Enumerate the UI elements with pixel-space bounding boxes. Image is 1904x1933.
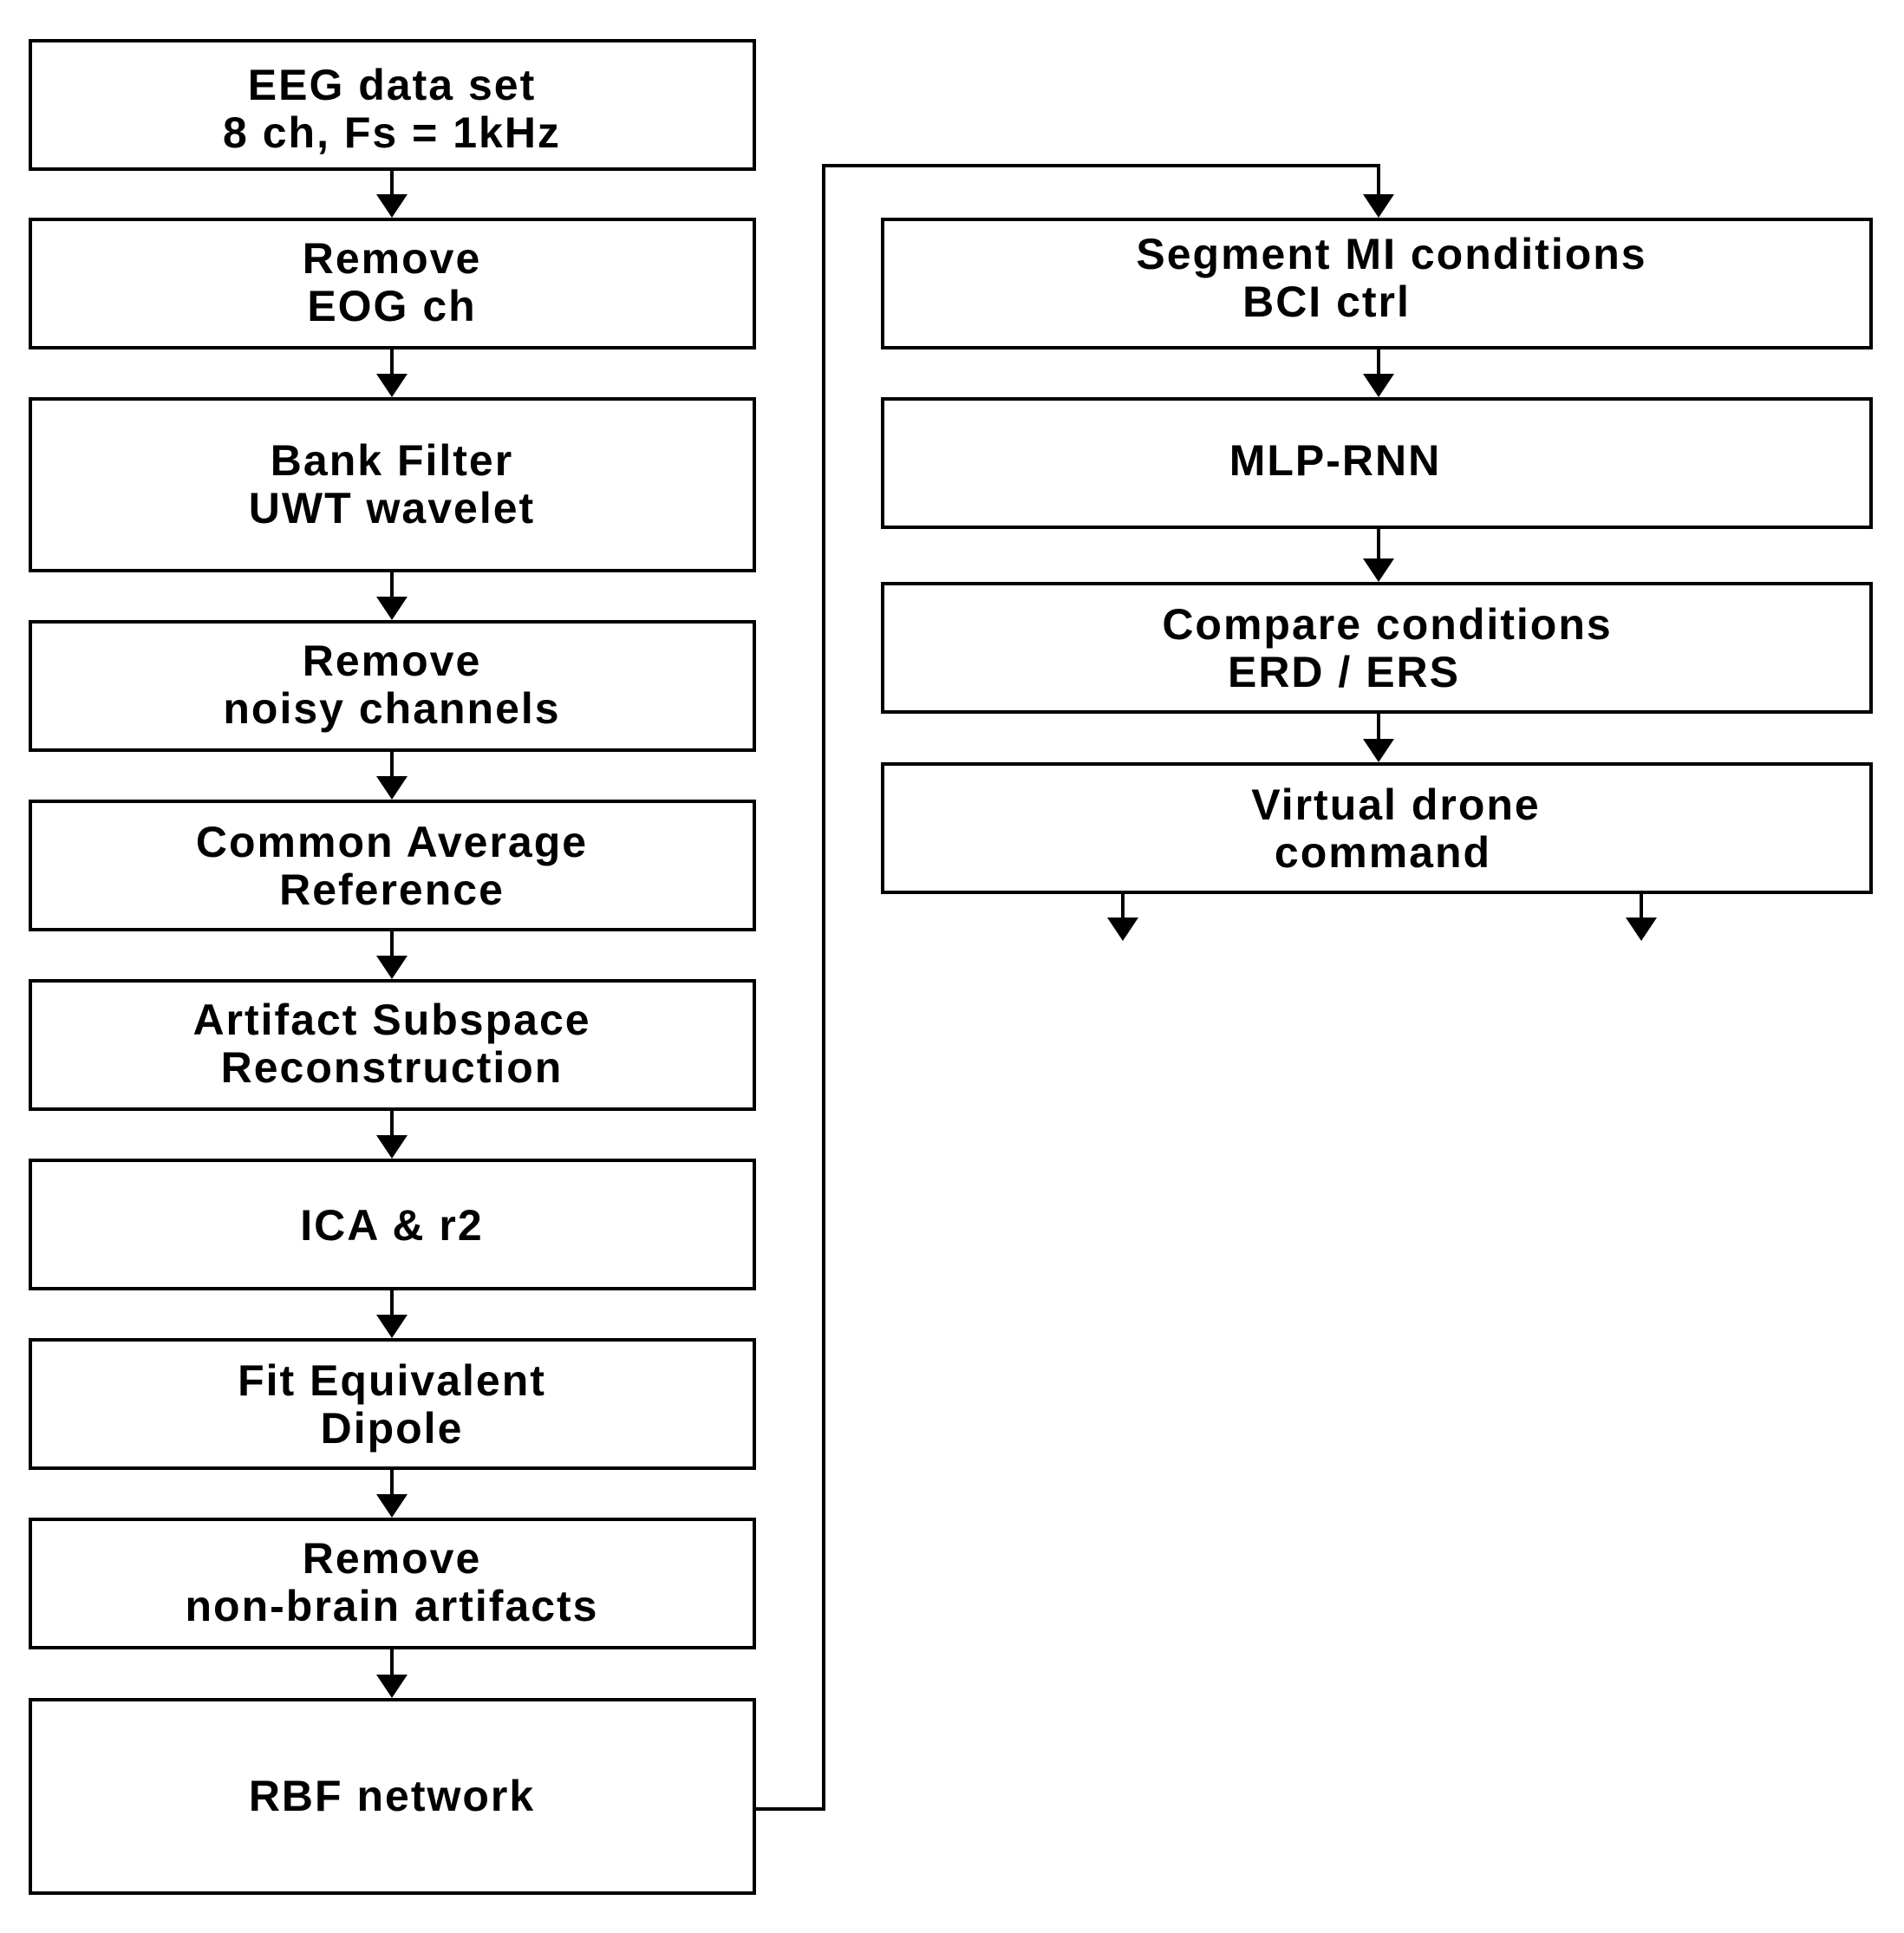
arrow-down-icon bbox=[376, 1109, 408, 1159]
arrow-down-icon bbox=[376, 930, 408, 979]
step-remove-noisy-channels-line2: noisy channels bbox=[223, 684, 560, 733]
step-ica-r2-label: ICA & r2 bbox=[300, 1201, 483, 1250]
step-remove-non-brain-artifacts-line2: non-brain artifacts bbox=[186, 1582, 599, 1630]
arrow-down-icon bbox=[376, 1648, 408, 1698]
step-virtual-drone-command-line1: Virtual drone bbox=[1251, 780, 1540, 829]
output-arrow-left-icon bbox=[1107, 892, 1138, 941]
right-arrows bbox=[1107, 348, 1657, 941]
step-remove-noisy-channels: Remove noisy channels bbox=[29, 620, 756, 752]
step-artifact-subspace-reconstruction-line2: Reconstruction bbox=[221, 1043, 564, 1092]
step-common-average-reference-line1: Common Average bbox=[196, 818, 588, 866]
step-rbf-network: RBF network bbox=[29, 1698, 756, 1895]
step-remove-non-brain-artifacts-line1: Remove bbox=[303, 1534, 482, 1583]
connector-rbf-to-segment bbox=[754, 164, 1394, 1811]
step-fit-equivalent-dipole-line2: Dipole bbox=[321, 1404, 464, 1453]
arrow-down-icon bbox=[1363, 527, 1394, 582]
step-fit-equivalent-dipole: Fit Equivalent Dipole bbox=[29, 1338, 756, 1470]
arrow-down-icon bbox=[376, 1289, 408, 1338]
step-segment-mi-conditions: Segment MI conditions BCI ctrl bbox=[881, 218, 1873, 349]
step-remove-non-brain-artifacts: Remove non-brain artifacts bbox=[29, 1518, 756, 1649]
step-common-average-reference-line2: Reference bbox=[279, 865, 505, 914]
step-artifact-subspace-reconstruction: Artifact Subspace Reconstruction bbox=[29, 979, 756, 1111]
arrow-down-icon bbox=[1363, 712, 1394, 762]
arrow-down-icon bbox=[376, 1468, 408, 1518]
step-compare-conditions: Compare conditions ERD / ERS bbox=[881, 582, 1873, 714]
left-arrows bbox=[376, 169, 408, 1698]
step-remove-eog: Remove EOG ch bbox=[29, 218, 756, 349]
step-segment-mi-conditions-line2: BCI ctrl bbox=[1242, 278, 1411, 326]
arrow-down-icon bbox=[376, 169, 408, 218]
step-mlp-rnn: MLP-RNN bbox=[881, 397, 1873, 529]
step-eeg-data-set-line2: 8 ch, Fs = 1kHz bbox=[223, 108, 561, 157]
step-bank-filter: Bank Filter UWT wavelet bbox=[29, 397, 756, 572]
step-remove-eog-line1: Remove bbox=[303, 234, 482, 283]
step-fit-equivalent-dipole-line1: Fit Equivalent bbox=[238, 1356, 546, 1405]
output-arrow-right-icon bbox=[1626, 892, 1657, 941]
step-eeg-data-set: EEG data set 8 ch, Fs = 1kHz bbox=[29, 39, 756, 171]
step-eeg-data-set-line1: EEG data set bbox=[248, 61, 536, 109]
step-mlp-rnn-label: MLP-RNN bbox=[1229, 436, 1442, 485]
step-artifact-subspace-reconstruction-line1: Artifact Subspace bbox=[192, 996, 590, 1044]
arrow-down-icon bbox=[376, 750, 408, 800]
step-segment-mi-conditions-line1: Segment MI conditions bbox=[1136, 230, 1646, 278]
step-virtual-drone-command: Virtual drone command bbox=[881, 762, 1873, 894]
step-rbf-network-label: RBF network bbox=[249, 1772, 535, 1820]
step-remove-eog-line2: EOG ch bbox=[307, 282, 476, 330]
arrow-down-icon bbox=[1363, 348, 1394, 397]
step-virtual-drone-command-line2: command bbox=[1275, 828, 1491, 877]
arrow-down-icon bbox=[376, 571, 408, 620]
step-compare-conditions-line1: Compare conditions bbox=[1162, 600, 1612, 649]
step-bank-filter-line1: Bank Filter bbox=[271, 436, 513, 485]
step-ica-r2: ICA & r2 bbox=[29, 1159, 756, 1290]
arrow-down-icon bbox=[376, 348, 408, 397]
step-bank-filter-line2: UWT wavelet bbox=[249, 484, 535, 532]
step-compare-conditions-line2: ERD / ERS bbox=[1228, 648, 1460, 696]
step-common-average-reference: Common Average Reference bbox=[29, 800, 756, 931]
step-remove-noisy-channels-line1: Remove bbox=[303, 637, 482, 685]
